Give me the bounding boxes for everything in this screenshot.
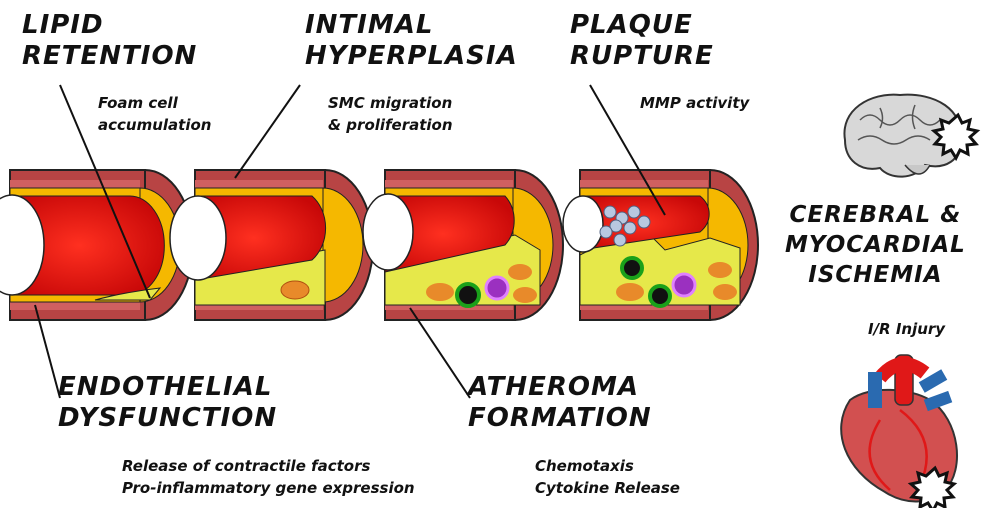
detail-ischemia: I/R Injury [868, 318, 945, 340]
title-plaque-rupture: PLAQUE RUPTURE [570, 10, 714, 72]
detail-endothelial-dysfunction: Release of contractile factors Pro-infla… [122, 455, 415, 499]
detail-lipid-retention: Foam cell accumulation [98, 92, 211, 136]
detail-plaque-rupture: MMP activity [640, 92, 749, 114]
vessel-segment-3 [363, 170, 563, 320]
detail-atheroma-formation: Chemotaxis Cytokine Release [535, 455, 680, 499]
title-lipid-retention: LIPID RETENTION [22, 10, 197, 72]
title-ischemia: CEREBRAL & MYOCARDIAL ISCHEMIA [785, 200, 966, 290]
title-intimal-hyperplasia: INTIMAL HYPERPLASIA [305, 10, 518, 72]
title-endothelial-dysfunction: ENDOTHELIAL DYSFUNCTION [58, 372, 277, 434]
title-atheroma-formation: ATHEROMA FORMATION [468, 372, 652, 434]
vessel-segment-4 [563, 170, 758, 320]
vessel-segment-2 [170, 170, 373, 320]
detail-intimal-hyperplasia: SMC migration & proliferation [328, 92, 453, 136]
vessel-segment-1 [0, 170, 193, 320]
